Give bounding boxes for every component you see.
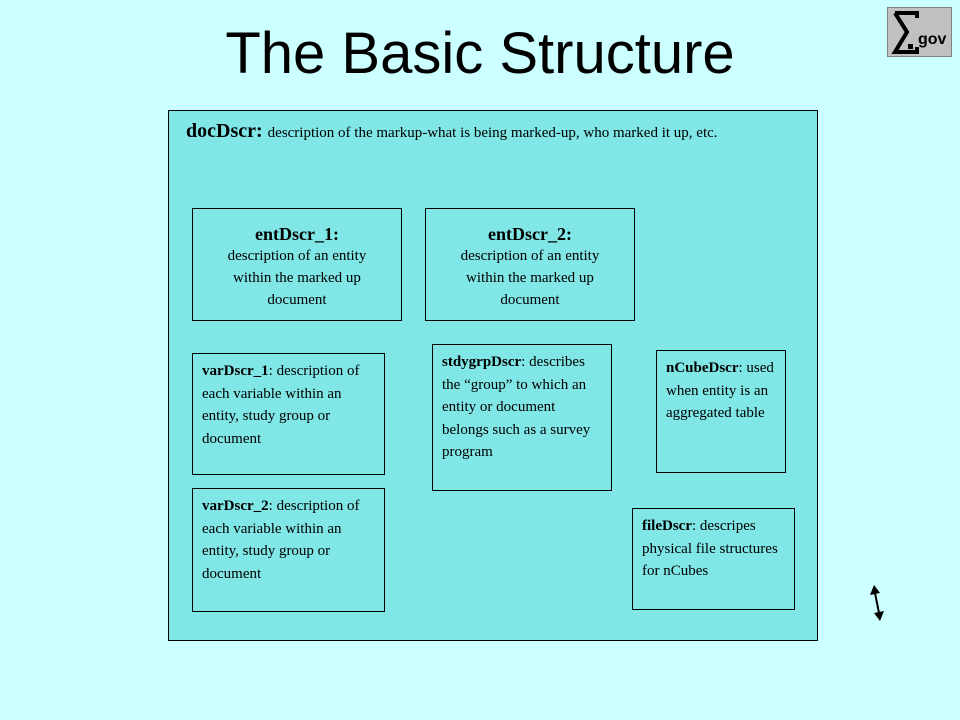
ent-descr-2-description: description of an entity within the mark…: [460, 248, 600, 308]
var-descr-2-box: varDscr_2: description of each variable …: [192, 488, 385, 612]
var-descr-1-description: : description of each variable within an…: [202, 363, 360, 447]
var-descr-1-term: varDscr_1: [202, 363, 269, 379]
ent-descr-1-box: entDscr_1: description of an entity with…: [192, 208, 402, 321]
doc-description-text: description of the markup-what is being …: [267, 125, 718, 141]
double-arrow-icon: [870, 585, 884, 621]
stdygrp-descr-box: stdygrpDscr: describes the “group” to wh…: [432, 344, 612, 491]
ent-descr-2-box: entDscr_2: description of an entity with…: [425, 208, 635, 321]
ncube-descr-box: nCubeDscr: used when entity is an aggreg…: [656, 350, 786, 473]
ent-descr-2-term: entDscr_2:: [488, 224, 572, 244]
stdygrp-descr-term: stdygrpDscr: [442, 354, 522, 370]
ncube-descr-description: : used when entity is an aggregated tabl…: [666, 360, 774, 421]
structure-panel: docDscr: description of the markup-what …: [168, 110, 884, 641]
var-descr-2-term: varDscr_2: [202, 498, 269, 514]
ent-descr-1-term: entDscr_1:: [255, 224, 339, 244]
var-descr-1-box: varDscr_1: description of each variable …: [192, 353, 385, 475]
var-descr-2-description: : description of each variable within an…: [202, 498, 360, 582]
file-descr-box: fileDscr: descripes physical file struct…: [632, 508, 795, 610]
slide-title: The Basic Structure: [225, 21, 735, 86]
ent-descr-1-description: description of an entity within the mark…: [227, 248, 367, 308]
sigma-gov-logo: gov: [887, 7, 952, 57]
logo-text: gov: [918, 31, 947, 48]
file-descr-description: : descripes physical file structures for…: [642, 518, 778, 579]
doc-separator: :: [255, 120, 268, 142]
stdygrp-descr-description: : describes the “group” to which an enti…: [442, 354, 591, 460]
ncube-descr-term: nCubeDscr: [666, 360, 739, 376]
sigma-icon: [891, 11, 919, 54]
doc-term: docDscr: [186, 120, 256, 142]
doc-description: docDscr: description of the markup-what …: [186, 119, 806, 145]
file-descr-term: fileDscr: [642, 518, 692, 534]
